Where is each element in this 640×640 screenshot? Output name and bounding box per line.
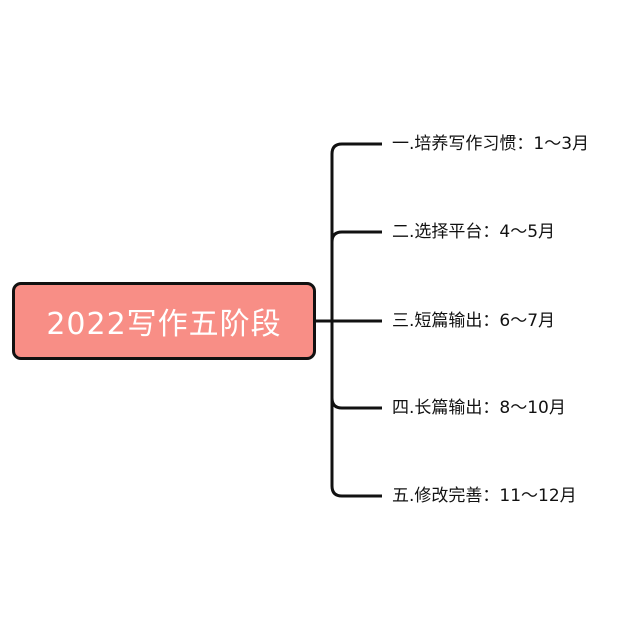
branch-connector-5 (330, 321, 382, 498)
branch-label-4: 四.长篇输出：8～10月 (392, 398, 566, 418)
branch-connector-1 (330, 142, 382, 321)
branch-label-1: 一.培养写作习惯：1～3月 (392, 134, 590, 154)
branch-label-5: 五.修改完善：11～12月 (392, 486, 577, 506)
branch-label-2: 二.选择平台：4～5月 (392, 222, 556, 242)
root-label: 2022写作五阶段 (46, 307, 282, 342)
branch-connector-4 (330, 321, 382, 410)
branch-label-3: 三.短篇输出：6～7月 (392, 311, 556, 331)
branch-connector-2 (330, 230, 382, 243)
root-node: 2022写作五阶段 (12, 282, 316, 360)
